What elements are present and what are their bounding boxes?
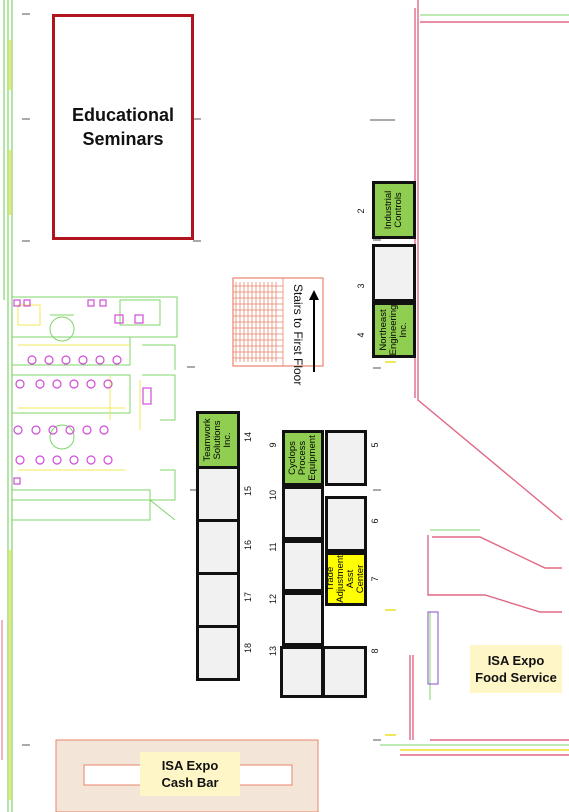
booth-7-number: 7 — [370, 576, 380, 582]
booth-18[interactable] — [196, 625, 240, 681]
booth-4-number: 4 — [356, 332, 366, 338]
cash-bar-label: ISA Expo Cash Bar — [140, 752, 240, 796]
booth-9[interactable]: Cyclops Process Equipment — [282, 430, 324, 486]
booth-16-number: 16 — [243, 540, 253, 551]
educational-seminars-label: Educational Seminars — [71, 105, 174, 149]
stairs-label: Stairs to First Floor — [291, 284, 305, 386]
booth-12[interactable] — [282, 592, 324, 646]
booth-2-number: 2 — [356, 208, 366, 214]
booth-7-label: Trade Adjustment Asst Center — [325, 555, 366, 603]
booth-8[interactable] — [322, 646, 367, 698]
right-wall-yellow — [385, 361, 569, 751]
educational-seminars-room: Educational Seminars — [52, 14, 194, 240]
booth-6-number: 6 — [370, 518, 380, 524]
right-wall-purple — [427, 611, 439, 685]
food-service-label: ISA Expo Food Service — [470, 645, 562, 693]
booth-3-number: 3 — [356, 283, 366, 289]
booth-13[interactable] — [280, 646, 324, 698]
column-marks — [22, 13, 395, 746]
restroom-block — [11, 296, 178, 521]
booth-15-number: 15 — [243, 486, 253, 497]
booth-11-number: 11 — [268, 542, 278, 552]
booth-8-number: 8 — [370, 648, 380, 654]
booth-11[interactable] — [282, 540, 324, 592]
toilet-fixtures — [13, 299, 152, 485]
stairs-drawing — [232, 277, 324, 372]
booth-18-number: 18 — [243, 643, 253, 654]
booth-4-label: Northeast Engineering Inc. — [378, 304, 409, 356]
booth-9-number: 9 — [268, 442, 278, 448]
booth-12-number: 12 — [268, 594, 278, 605]
booth-7[interactable]: Trade Adjustment Asst Center — [325, 552, 367, 606]
booth-2-label: Industrial Controls — [383, 190, 404, 230]
booth-17-number: 17 — [243, 592, 253, 603]
booth-14-number: 14 — [243, 432, 253, 443]
restroom-sinks — [49, 314, 75, 450]
booth-15[interactable] — [196, 466, 240, 522]
restroom-yellow-stalls — [17, 304, 141, 471]
right-wall-green — [380, 14, 569, 746]
booth-9-label: Cyclops Process Equipment — [287, 435, 318, 481]
booth-5-number: 5 — [370, 442, 380, 448]
booth-2[interactable]: Industrial Controls — [372, 181, 416, 239]
booth-17[interactable] — [196, 572, 240, 628]
booth-5[interactable] — [325, 430, 367, 486]
right-wall-pink — [400, 0, 569, 756]
booth-14[interactable]: Teamwork Solutions Inc. — [196, 411, 240, 469]
booth-10[interactable] — [282, 486, 324, 540]
booth-4[interactable]: Northeast Engineering Inc. — [372, 302, 416, 358]
booth-13-number: 13 — [268, 646, 278, 657]
booth-10-number: 10 — [268, 490, 278, 501]
booth-6[interactable] — [325, 496, 367, 552]
booth-3[interactable] — [372, 244, 416, 302]
booth-16[interactable] — [196, 519, 240, 575]
booth-14-label: Teamwork Solutions Inc. — [202, 418, 233, 462]
